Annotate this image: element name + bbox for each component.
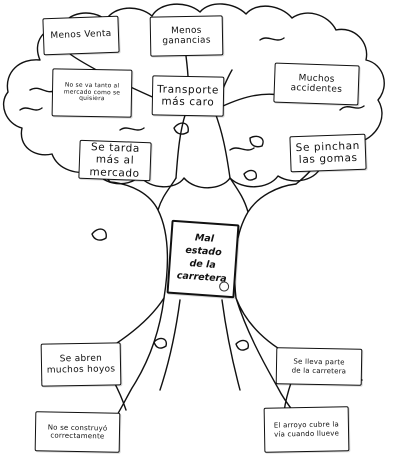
canopy-texture: [19, 37, 365, 151]
leaf: [235, 339, 250, 351]
card-text: Mal estado: [184, 232, 223, 259]
card-text: más caro: [161, 95, 215, 109]
card-se-abren: Se abren muchos hoyos: [40, 342, 122, 387]
card-text: más al: [95, 153, 135, 168]
card-text: accidentes: [290, 83, 343, 95]
card-menos-venta: Menos Venta: [42, 15, 120, 56]
card-muchos-accidentes: Muchos accidentes: [273, 62, 360, 106]
card-text: Se lleva parte: [293, 358, 345, 367]
leaf: [91, 228, 107, 241]
card-text: vía cuando llueve: [273, 428, 340, 439]
leaf: [153, 337, 168, 349]
card-se-pinchan: Se pinchan las gomas: [289, 133, 367, 173]
card-se-lleva: Se lleva parte de la carretera: [275, 347, 363, 386]
card-se-tarda: Se tarda más al mercado: [78, 139, 152, 182]
tree-trunk: [109, 177, 297, 299]
card-text: correctamente: [50, 431, 105, 441]
card-text: de la carretera: [291, 366, 347, 375]
leaf: [173, 122, 189, 135]
leaf: [243, 169, 258, 181]
card-text: las gomas: [298, 151, 358, 167]
pin-icon: [218, 281, 230, 292]
card-mal-estado-root: Mal estado de la carretera: [166, 219, 240, 299]
card-transporte: Transporte más caro: [151, 75, 225, 117]
card-text: Transporte: [157, 83, 220, 97]
card-text: quisiera: [79, 95, 105, 103]
card-text: mercado: [89, 165, 140, 180]
card-no-se-va: No se va tanto al mercado como se quisie…: [51, 68, 133, 118]
card-arroyo: El arroyo cubre la vía cuando llueve: [263, 406, 350, 453]
card-text: Menos Venta: [50, 29, 112, 42]
card-no-construyo: No se construyó correctamente: [34, 411, 121, 453]
leaf: [249, 135, 264, 148]
card-text: ganancias: [162, 35, 211, 47]
card-text: muchos hoyos: [46, 363, 116, 376]
card-menos-ganancias: Menos ganancias: [149, 15, 224, 57]
